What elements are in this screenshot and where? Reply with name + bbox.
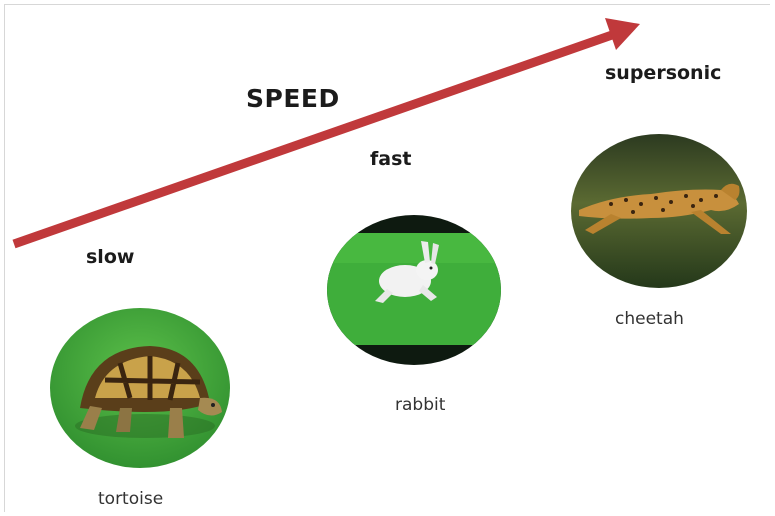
diagram-title: SPEED <box>246 84 340 113</box>
diagram-frame <box>4 4 770 512</box>
animal-caption-cheetah: cheetah <box>615 309 684 329</box>
level-label-slow: slow <box>86 246 135 268</box>
cheetah-photo <box>571 134 747 288</box>
rabbit-photo <box>327 215 501 365</box>
level-label-supersonic: supersonic <box>605 62 722 84</box>
animal-caption-rabbit: rabbit <box>395 395 446 415</box>
tortoise-photo <box>50 308 230 468</box>
animal-caption-tortoise: tortoise <box>98 489 164 509</box>
level-label-fast: fast <box>370 148 412 170</box>
